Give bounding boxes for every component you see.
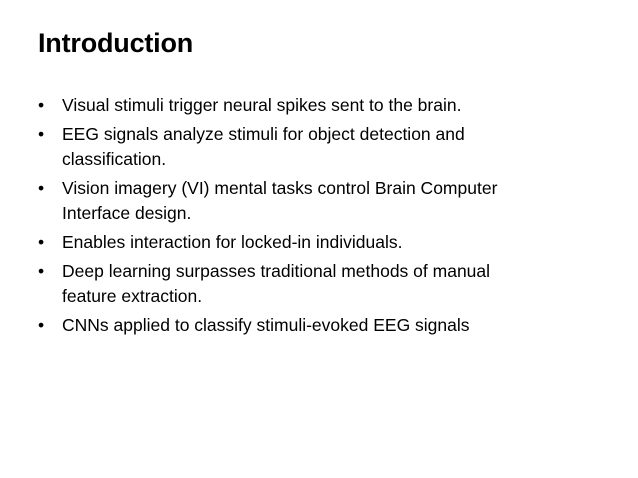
bullet-text-5-line-2: feature extraction. xyxy=(62,286,203,306)
bullet-text-2-line-2: classification. xyxy=(62,149,167,169)
bullet-text-6-line-1: CNNs applied to classify stimuli-evoked … xyxy=(62,315,470,335)
bullet-icon: • xyxy=(38,315,45,335)
bullet-item-5: • Deep learning surpasses traditional me… xyxy=(38,259,598,309)
bullet-icon: • xyxy=(38,124,45,144)
slide-title: Introduction xyxy=(38,28,194,58)
bullet-text-2-line-1: EEG signals analyze stimuli for object d… xyxy=(62,124,465,144)
bullet-item-3: • Vision imagery (VI) mental tasks contr… xyxy=(38,176,598,226)
bullet-text-5-line-1: Deep learning surpasses traditional meth… xyxy=(62,261,491,281)
bullet-text-3-line-1: Vision imagery (VI) mental tasks control… xyxy=(62,178,498,198)
bullet-item-1: • Visual stimuli trigger neural spikes s… xyxy=(38,93,598,118)
bullet-icon: • xyxy=(38,178,45,198)
bullet-icon: • xyxy=(38,261,45,281)
bullet-list: • Visual stimuli trigger neural spikes s… xyxy=(38,93,598,342)
bullet-text-4-line-1: Enables interaction for locked-in indivi… xyxy=(62,232,403,252)
bullet-text-3-line-2: Interface design. xyxy=(62,203,192,223)
bullet-icon: • xyxy=(38,95,45,115)
bullet-text-1-line-1: Visual stimuli trigger neural spikes sen… xyxy=(62,95,462,115)
bullet-item-4: • Enables interaction for locked-in indi… xyxy=(38,230,598,255)
bullet-item-6: • CNNs applied to classify stimuli-evoke… xyxy=(38,313,598,338)
bullet-item-2: • EEG signals analyze stimuli for object… xyxy=(38,122,598,172)
bullet-icon: • xyxy=(38,232,45,252)
